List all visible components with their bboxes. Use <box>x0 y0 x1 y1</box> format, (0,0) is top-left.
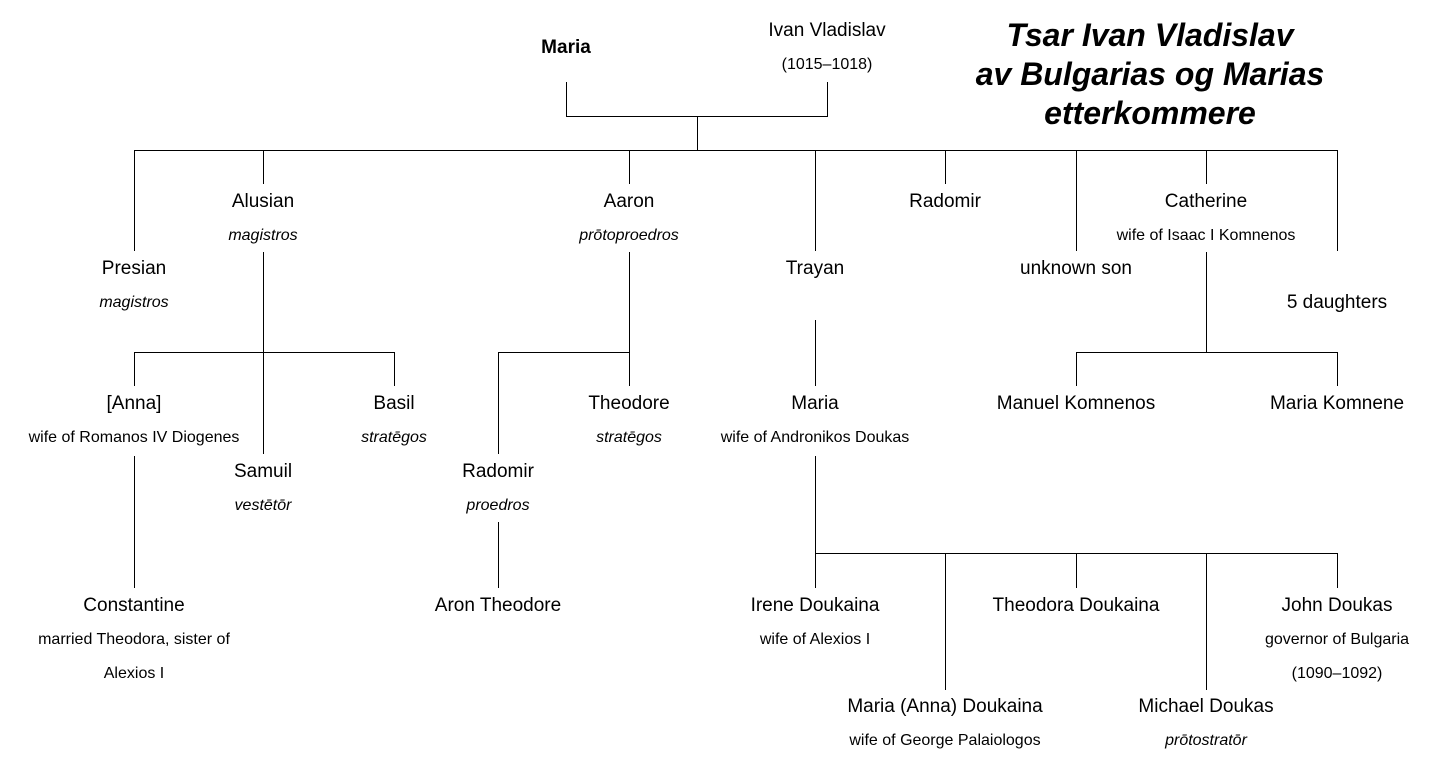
person-name: Maria <box>791 393 839 414</box>
person-title: vestētōr <box>234 497 292 514</box>
person-anna: [Anna] wife of Romanos IV Diogenes <box>29 387 240 455</box>
person-unknown-son: unknown son <box>1020 252 1132 286</box>
person-name: Presian <box>101 258 167 279</box>
person-title: stratēgos <box>596 429 662 446</box>
person-name: Basil <box>373 393 415 414</box>
person-radomir-proedros: Radomir proedros <box>462 455 534 523</box>
person-radomir: Radomir <box>909 185 981 219</box>
person-spouse: wife of George Palaiologos <box>849 732 1041 749</box>
person-note-2: (1090–1092) <box>1291 665 1383 682</box>
title-line-1: Tsar Ivan Vladislav <box>1006 17 1294 53</box>
person-title: magistros <box>228 227 298 244</box>
person-maria-doukas: Maria wife of Andronikos Doukas <box>721 387 910 455</box>
person-name: Alusian <box>231 191 295 212</box>
person-name: Manuel Komnenos <box>996 393 1156 414</box>
person-name: Catherine <box>1164 191 1248 212</box>
person-name: Irene Doukaina <box>750 595 880 616</box>
person-reign: (1015–1018) <box>781 56 873 73</box>
person-alusian: Alusian magistros <box>228 185 297 253</box>
person-name: Trayan <box>785 258 845 279</box>
person-name: unknown son <box>1020 258 1132 279</box>
person-maria-root: Maria <box>541 31 591 65</box>
person-title: prōtoproedros <box>579 227 679 244</box>
person-name: Radomir <box>462 461 534 482</box>
person-name: Maria <box>541 37 591 58</box>
person-michael-doukas: Michael Doukas prōtostratōr <box>1138 690 1273 758</box>
person-name: Constantine <box>83 595 185 616</box>
person-note-1: governor of Bulgaria <box>1264 631 1410 648</box>
person-title: prōtostratōr <box>1165 732 1247 749</box>
person-spouse: wife of Alexios I <box>759 631 871 648</box>
person-catherine: Catherine wife of Isaac I Komnenos <box>1117 185 1296 253</box>
person-spouse: wife of Romanos IV Diogenes <box>28 429 240 446</box>
person-name: John Doukas <box>1281 595 1393 616</box>
person-spouse: wife of Isaac I Komnenos <box>1116 227 1296 244</box>
person-note-2: Alexios I <box>103 665 165 682</box>
person-presian: Presian magistros <box>99 252 168 320</box>
person-title: proedros <box>466 497 530 514</box>
person-maria-komnene: Maria Komnene <box>1270 387 1404 421</box>
person-name: Ivan Vladislav <box>768 20 886 41</box>
person-theodore: Theodore stratēgos <box>588 387 669 455</box>
person-aaron: Aaron prōtoproedros <box>579 185 679 253</box>
person-name: Maria (Anna) Doukaina <box>847 696 1043 717</box>
person-five-daughters: 5 daughters <box>1287 286 1387 320</box>
person-aron-theodore: Aron Theodore <box>435 589 561 623</box>
connector-alusian-children <box>134 252 395 454</box>
person-name: Maria Komnene <box>1269 393 1405 414</box>
person-note-1: married Theodora, sister of <box>38 631 230 648</box>
person-name: Samuil <box>233 461 293 482</box>
person-name: Michael Doukas <box>1138 696 1274 717</box>
person-constantine: Constantine married Theodora, sister of … <box>38 589 230 691</box>
connector-maria-children <box>815 456 1338 690</box>
chart-title: Tsar Ivan Vladislav av Bulgarias og Mari… <box>940 16 1360 133</box>
title-line-3: etterkommere <box>1044 95 1256 131</box>
person-title: magistros <box>99 294 169 311</box>
person-manuel-komnenos: Manuel Komnenos <box>997 387 1155 421</box>
person-name: Theodore <box>588 393 670 414</box>
person-spouse: wife of Andronikos Doukas <box>720 429 910 446</box>
person-samuil: Samuil vestētōr <box>234 455 292 523</box>
person-john-doukas: John Doukas governor of Bulgaria (1090–1… <box>1265 589 1409 691</box>
connector-parents <box>566 82 828 117</box>
person-theodora-doukaina: Theodora Doukaina <box>993 589 1160 623</box>
person-maria-anna-doukaina: Maria (Anna) Doukaina wife of George Pal… <box>847 690 1042 758</box>
person-name: Theodora Doukaina <box>992 595 1160 616</box>
person-ivan-vladislav: Ivan Vladislav (1015–1018) <box>768 14 885 82</box>
person-irene-doukaina: Irene Doukaina wife of Alexios I <box>751 589 880 657</box>
person-name: Radomir <box>909 191 981 212</box>
person-name: Aaron <box>603 191 655 212</box>
connector-catherine-children <box>1076 252 1338 386</box>
person-basil: Basil stratēgos <box>361 387 427 455</box>
connector-aaron-children <box>498 252 630 454</box>
person-name: Aron Theodore <box>434 595 562 616</box>
person-name: 5 daughters <box>1286 292 1388 313</box>
person-trayan: Trayan <box>786 252 844 286</box>
person-title: stratēgos <box>361 429 427 446</box>
title-line-2: av Bulgarias og Marias <box>975 56 1325 92</box>
person-name: [Anna] <box>106 393 162 414</box>
